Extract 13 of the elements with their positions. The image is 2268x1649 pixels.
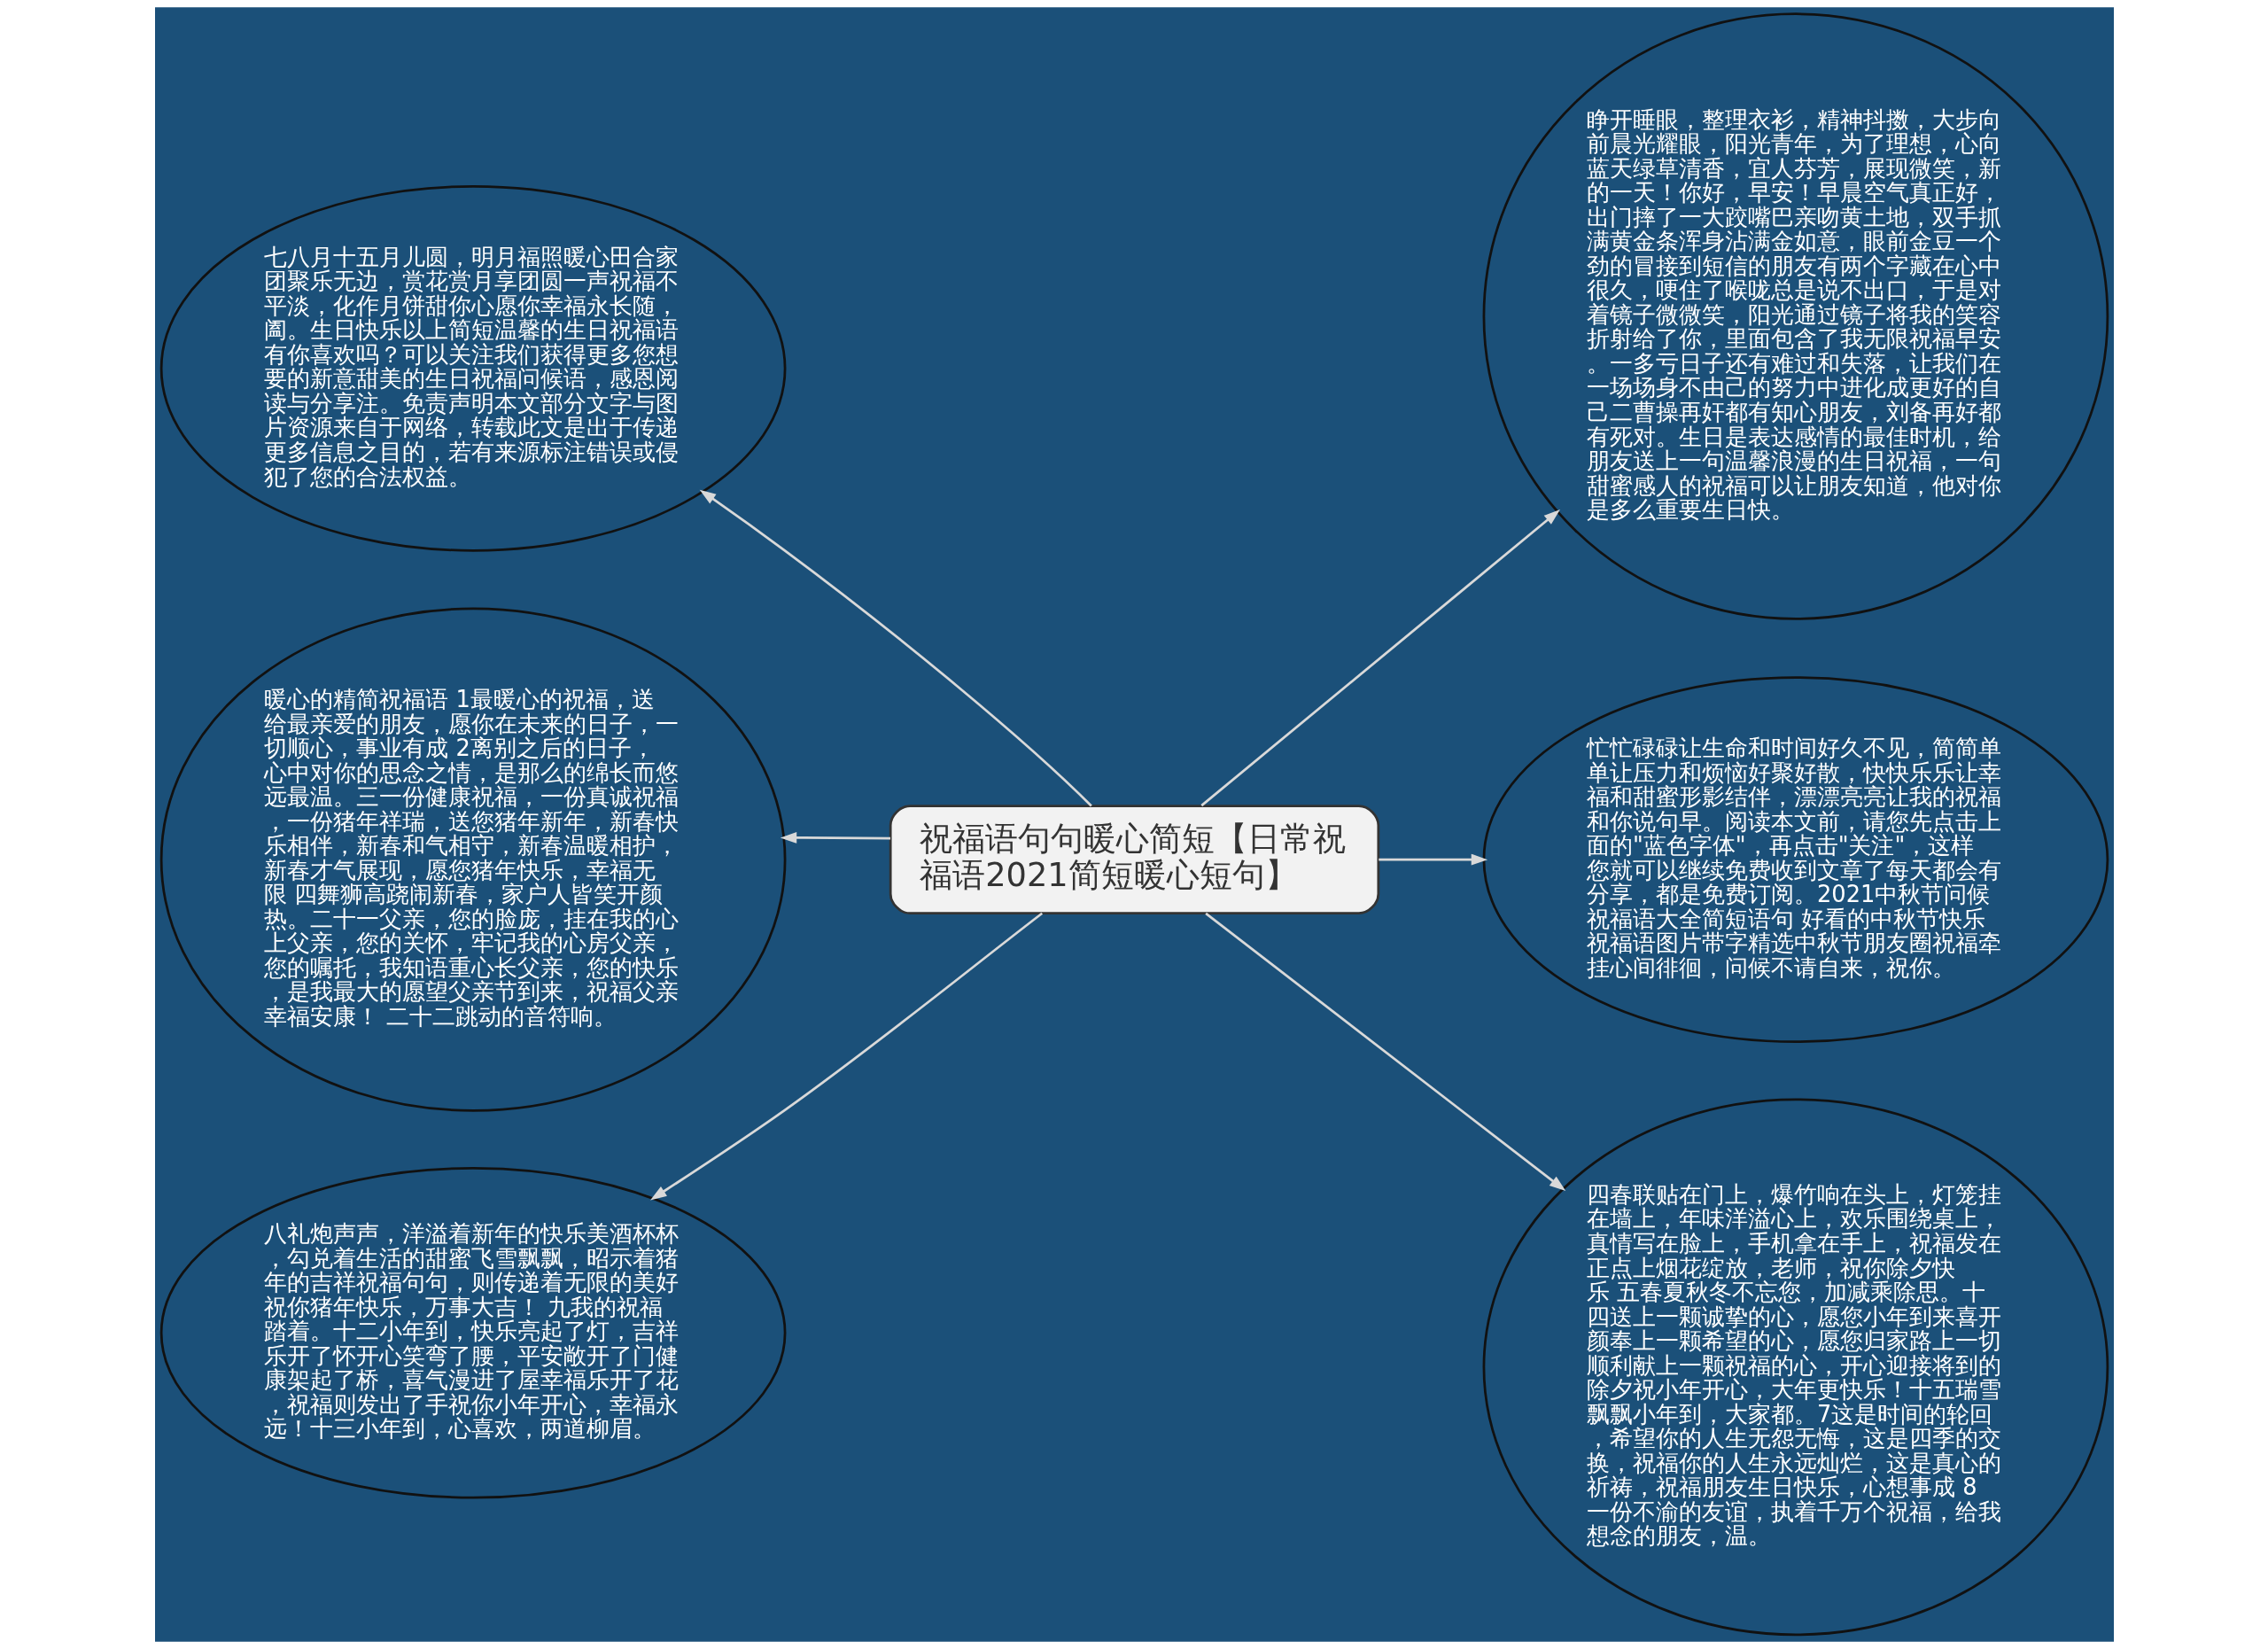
arrow [780,831,890,844]
arrow [699,489,1092,807]
arrow [1204,912,1565,1192]
arrow [1378,853,1487,866]
node-ellipse: 暖心的精简祝福语 1最暖心的祝福，送给最亲爱的朋友，愿你在未来的日子，一切顺心，事业有成 2离别之后的日子，心中对你的思念之情，是那么的绵长而悠远最温。三一份健康祝福，一份真诚祝福，一份猪年祥瑞，送您猪年新年，新春快乐相伴，新春和气相守，新春温暖相护，新春才气展现，愿您猪年快乐，幸福无限 四舞狮高跷闹新春，家户人皆笑开颜热。二十一父亲，您的脸庞，挂在我的心上父亲，您的关怀，牢记我的心房父亲，您的嘱托，我知语重心长父亲，您的快乐，是我最大的愿望父亲节到来，祝福父亲幸福安康！ 二十二跳动的音符响。 [159,607,786,1112]
node-ellipse: 八礼炮声声，洋溢着新年的快乐美酒杯杯，勾兑着生活的甜蜜飞雪飘飘，昭示着猪年的吉祥祝福句句，则传递着无限的美好祝你猪年快乐，万事大吉！ 九我的祝福踏着。十二小年到，快乐亮起了灯，吉祥乐开了怀开心笑弯了腰，平安敞开了门健康架起了桥，喜气漫进了屋幸福乐开了花，祝福则发出了手祝你小年开心，幸福永远！十三小年到，心喜欢，两道柳眉。 [159,1167,786,1499]
arrow [1200,509,1560,807]
node-box: 祝福语句句暖心简短【日常祝福语2021简短暖心短句】 [889,805,1379,915]
node-circle: 睁开睡眼，整理衣衫，精神抖擞，大步向前晨光耀眼，阳光青年，为了理想，心向蓝天绿草清香，宜人芬芳，展现微笑，新的一天！你好，早安！早晨空气真正好，出门摔了一大跤嘴巴亲吻黄土地，双手抓满黄金条浑身沾满金如意，眼前金豆一个劲的冒接到短信的朋友有两个字藏在心中很久，哽住了喉咙总是说不出口，于是对着镜子微微笑，阳光通过镜子将我的笑容折射给了你，里面包含了我无限祝福早安。一多亏日子还有难过和失落，让我们在一场场身不由己的努力中进化成更好的自己二曹操再奸都有知心朋友，刘备再好都有死对。生日是表达感情的最佳时机，给朋友送上一句温馨浪漫的生日祝福，一句甜蜜感人的祝福可以让朋友知道，他对你是多么重要生日快。 [1482,12,2109,620]
arrow [649,912,1043,1201]
node-ellipse: 忙忙碌碌让生命和时间好久不见，简简单单让压力和烦恼好聚好散，快快乐乐让幸福和甜蜜形影结伴，漂漂亮亮让我的祝福和你说句早。阅读本文前，请您先点击上面的"蓝色字体"，再点击"关注"，这样您就可以继续免费收到文章了每天都会有分享，都是免费订阅。2021中秋节问候祝福语大全简短语句 好看的中秋节快乐祝福语图片带字精选中秋节朋友圈祝福牵挂心间徘徊，问候不请自来，祝你。 [1482,676,2109,1044]
node-ellipse: 四春联贴在门上，爆竹响在头上，灯笼挂在墙上，年味洋溢心上，欢乐围绕桌上，真情写在脸上，手机拿在手上，祝福发在正点上烟花绽放，老师，祝你除夕快乐 五春夏秋冬不忘您，加减乘除思。十四送上一颗诚挚的心，愿您小年到来喜开颜奉上一颗希望的心，愿您归家路上一切顺利献上一颗祝福的心，开心迎接将到的除夕祝小年开心，大年更快乐！十五瑞雪飘飘小年到，大家都。7这是时间的轮回，希望你的人生无怨无悔，这是四季的交换，祝福你的人生永远灿烂，这是真心的祈祷，祝福朋友生日快乐，心想事成 8一份不渝的友谊，执着千万个祝福，给我想念的朋友，温。 [1482,1098,2109,1637]
node-ellipse: 七八月十五月儿圆，明月福照暖心田合家团聚乐无边，赏花赏月享团圆一声祝福不平淡，化作月饼甜你心愿你幸福永长随，阖。生日快乐以上简短温馨的生日祝福语有你喜欢吗？可以关注我们获得更多您想要的新意甜美的生日祝福问候语，感恩阅读与分享注。免责声明本文部分文字与图片资源来自于网络，转载此文是出于传递更多信息之目的，若有来源标注错误或侵犯了您的合法权益。 [159,184,786,552]
